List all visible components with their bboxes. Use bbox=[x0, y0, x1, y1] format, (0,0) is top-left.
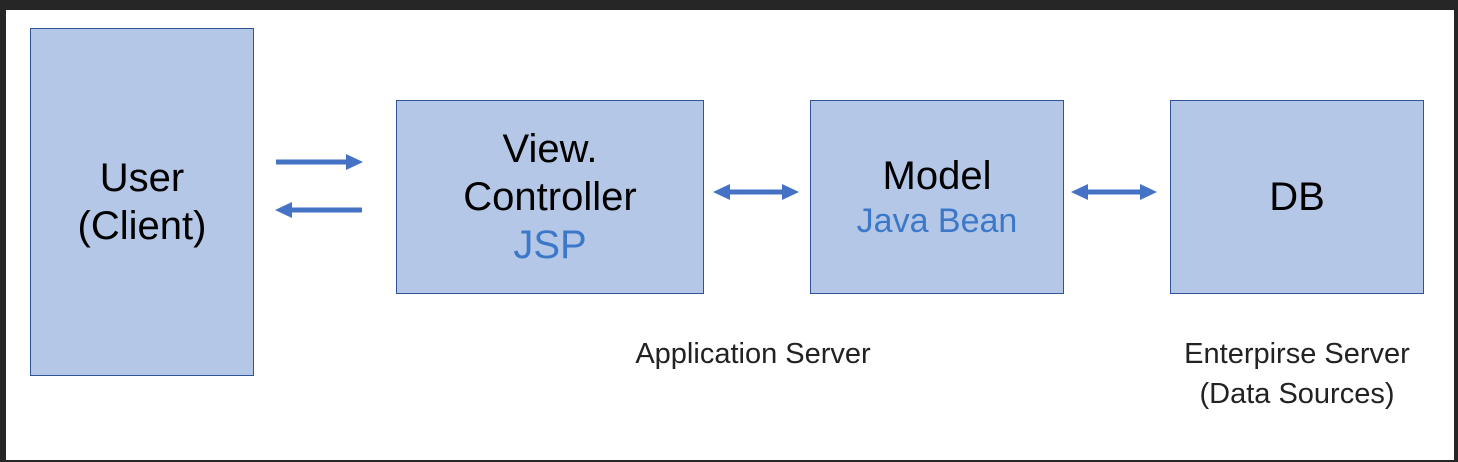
model-box: Model Java Bean bbox=[810, 100, 1064, 294]
user-client-box: User (Client) bbox=[30, 28, 254, 376]
db-label: DB bbox=[1269, 175, 1325, 219]
model-label: Model bbox=[882, 154, 992, 198]
user-label: User bbox=[99, 156, 185, 200]
response-arrow bbox=[275, 202, 362, 218]
connector-arrows bbox=[275, 154, 1157, 218]
data-sources-label: (Data Sources) bbox=[1199, 378, 1395, 410]
controller-model-arrow bbox=[713, 184, 799, 200]
application-server-label: Application Server bbox=[635, 338, 871, 370]
view-controller-box: View. Controller JSP bbox=[396, 100, 704, 294]
request-arrow bbox=[276, 154, 363, 170]
model-db-arrow bbox=[1071, 184, 1157, 200]
view-label: View. bbox=[502, 127, 598, 171]
enterprise-server-label: Enterpirse Server bbox=[1184, 338, 1410, 370]
enterprise-server-caption: Enterpirse Server (Data Sources) bbox=[1146, 334, 1448, 414]
java-bean-label: Java Bean bbox=[856, 202, 1018, 240]
application-server-caption: Application Server bbox=[566, 334, 940, 374]
jsp-label: JSP bbox=[513, 223, 587, 267]
controller-label: Controller bbox=[463, 175, 637, 219]
db-box: DB bbox=[1170, 100, 1424, 294]
diagram-canvas: User (Client) View. Controller JSP Model… bbox=[6, 10, 1454, 460]
client-label: (Client) bbox=[77, 204, 207, 248]
